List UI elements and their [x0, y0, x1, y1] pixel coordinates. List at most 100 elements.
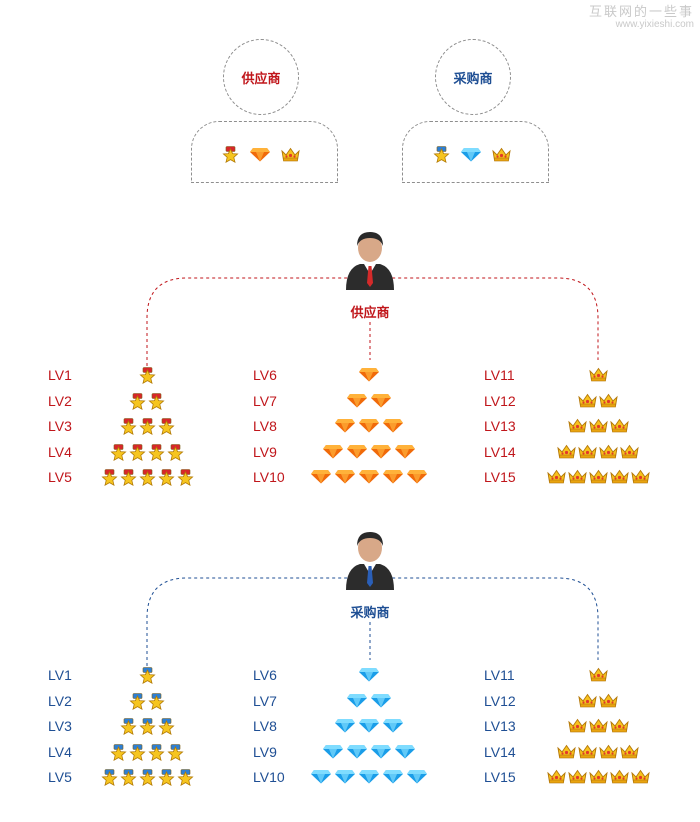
level-icon-row: [546, 469, 650, 484]
diamond-blue-icon: [358, 667, 380, 682]
watermark-url: www.yixieshi.com: [615, 18, 694, 30]
medal-red-icon: [157, 469, 175, 486]
crown-icon: [588, 667, 608, 682]
medal-blue-icon: [167, 743, 184, 761]
level-icon-row: [119, 718, 175, 735]
medal-blue-icon: [129, 743, 146, 761]
diamond-orange-icon: [322, 444, 344, 459]
crown-icon: [599, 744, 618, 759]
level-label: LV3: [48, 418, 72, 434]
level-icon-row: [310, 769, 428, 784]
diamond-blue-icon: [406, 769, 428, 784]
medal-red-icon: [148, 392, 165, 410]
diamond-blue-icon: [322, 744, 344, 759]
buyer-role-label: 采购商: [350, 606, 390, 621]
diamond-blue-icon: [358, 769, 380, 784]
diamond-blue-icon: [346, 744, 368, 759]
medal-red-icon: [138, 367, 156, 384]
crown-icon: [588, 769, 608, 784]
medal-red-icon: [138, 418, 156, 435]
crown-icon: [281, 147, 300, 162]
diamond-orange-icon: [334, 418, 356, 433]
level-label: LV3: [48, 718, 72, 734]
diamond-orange-icon: [358, 469, 380, 484]
medal-red-icon: [100, 469, 118, 486]
level-label: LV7: [253, 692, 277, 709]
level-label: LV15: [484, 769, 516, 785]
supplier-body-outline: [191, 121, 338, 183]
diamond-orange-icon: [358, 418, 380, 433]
medal-blue-icon: [148, 692, 165, 710]
level-label: LV10: [253, 769, 285, 785]
level-icon-row: [346, 393, 392, 408]
medal-blue-icon: [148, 743, 165, 761]
level-label: LV5: [48, 469, 72, 485]
level-icon-row: [322, 744, 416, 759]
medal-red-icon: [138, 469, 156, 486]
level-label: LV6: [253, 367, 277, 383]
medal-blue-icon: [138, 769, 156, 786]
level-label: LV11: [484, 367, 515, 383]
crown-icon: [620, 444, 639, 459]
level-icon-row: [322, 444, 416, 459]
level-label: LV13: [484, 718, 516, 734]
level-label: LV4: [48, 443, 72, 460]
buyer-head-label: 采购商: [453, 71, 493, 87]
crown-icon: [578, 744, 597, 759]
crown-icon: [567, 718, 587, 733]
medal-blue-icon: [110, 743, 127, 761]
crown-icon: [492, 147, 511, 162]
supplier-badge-icons: [222, 146, 300, 163]
level-label: LV13: [484, 418, 516, 434]
level-label: LV10: [253, 469, 285, 485]
crown-icon: [588, 469, 608, 484]
level-icon-row: [358, 667, 380, 682]
buyer-body-outline: [402, 121, 549, 183]
level-label: LV4: [48, 743, 72, 760]
crown-icon: [557, 744, 576, 759]
crown-icon: [588, 718, 608, 733]
medal-blue-icon: [119, 769, 137, 786]
level-icon-row: [110, 443, 184, 461]
medal-red-icon: [119, 469, 137, 486]
medal-blue-icon: [138, 667, 156, 684]
crown-icon: [578, 444, 597, 459]
level-icon-row: [100, 469, 194, 486]
diamond-orange-icon: [394, 444, 416, 459]
crown-icon: [599, 444, 618, 459]
level-icon-row: [310, 469, 428, 484]
crown-icon: [546, 769, 566, 784]
crown-icon: [567, 769, 587, 784]
crown-icon: [609, 718, 629, 733]
crown-icon: [578, 693, 597, 708]
level-label: LV11: [484, 667, 515, 683]
diamond-orange-icon: [370, 393, 392, 408]
diamond-orange-icon: [382, 418, 404, 433]
crown-icon: [588, 367, 608, 382]
medal-blue-icon: [100, 769, 118, 786]
medal-red-icon: [157, 418, 175, 435]
diamond-blue-icon: [310, 769, 332, 784]
crown-icon: [599, 393, 618, 408]
level-icon-row: [588, 367, 608, 382]
level-label: LV12: [484, 392, 516, 409]
diamond-orange-icon: [310, 469, 332, 484]
level-label: LV12: [484, 692, 516, 709]
level-label: LV2: [48, 692, 72, 709]
diamond-blue-icon: [460, 147, 482, 162]
crown-icon: [567, 418, 587, 433]
medal-blue-icon: [176, 769, 194, 786]
level-label: LV14: [484, 743, 516, 760]
diamond-blue-icon: [370, 693, 392, 708]
level-icon-row: [129, 392, 165, 410]
level-label: LV1: [48, 667, 72, 683]
diamond-orange-icon: [334, 469, 356, 484]
diamond-blue-icon: [370, 744, 392, 759]
level-icon-row: [129, 692, 165, 710]
diamond-orange-icon: [346, 393, 368, 408]
supplier-head-circle: 供应商: [223, 39, 299, 115]
level-icon-row: [110, 743, 184, 761]
crown-icon: [546, 469, 566, 484]
crown-icon: [567, 469, 587, 484]
